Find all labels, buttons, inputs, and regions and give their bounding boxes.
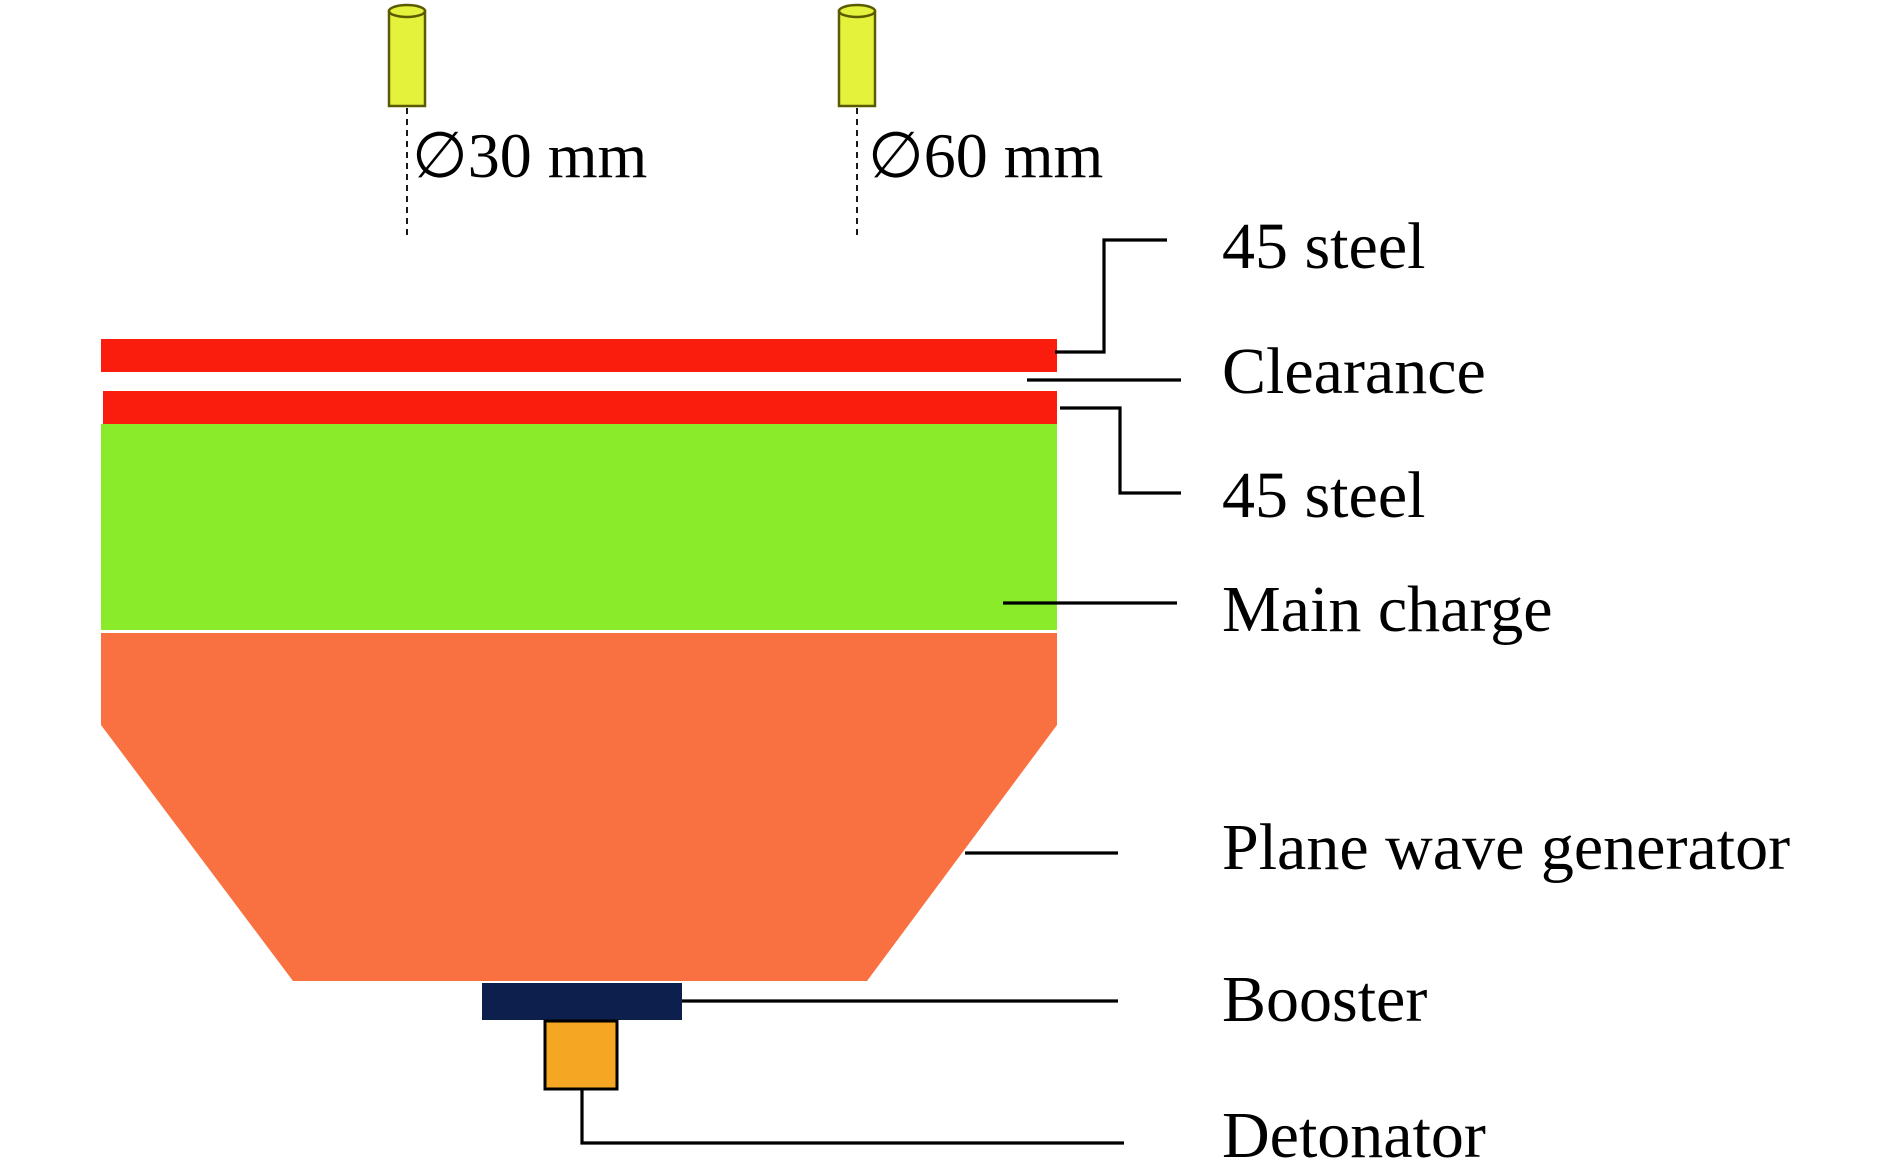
booster-block <box>482 983 682 1020</box>
plane-wave-generator-block <box>101 633 1057 981</box>
probe-60mm: ∅60 mm <box>837 3 1103 240</box>
leader-line-steel-top <box>1055 238 1167 354</box>
cylinder-probe-icon <box>837 3 877 108</box>
probe-top <box>387 3 427 19</box>
cylinder-probe-icon <box>387 3 427 108</box>
probe-diameter-label: ∅60 mm <box>868 120 1103 191</box>
main-charge-block <box>101 424 1057 630</box>
label-steel-bottom: 45 steel <box>1222 459 1425 532</box>
label-main-charge: Main charge <box>1222 573 1552 646</box>
probe-body <box>837 9 877 108</box>
probe-30mm: ∅30 mm <box>387 3 647 240</box>
probe-top <box>837 3 877 19</box>
probe-body <box>387 9 427 108</box>
steel-plate-bottom <box>103 391 1057 424</box>
leader-line-steel-bottom <box>1060 406 1181 495</box>
leader-line-detonator <box>580 1089 1124 1145</box>
probe-diameter-label: ∅30 mm <box>412 120 647 191</box>
detonator-block <box>543 1019 619 1091</box>
label-booster: Booster <box>1222 963 1427 1036</box>
label-steel-top: 45 steel <box>1222 210 1425 283</box>
label-detonator: Detonator <box>1222 1099 1486 1172</box>
label-clearance: Clearance <box>1222 335 1486 408</box>
steel-plate-top <box>101 339 1057 372</box>
label-plane-wave-generator: Plane wave generator <box>1222 811 1790 884</box>
